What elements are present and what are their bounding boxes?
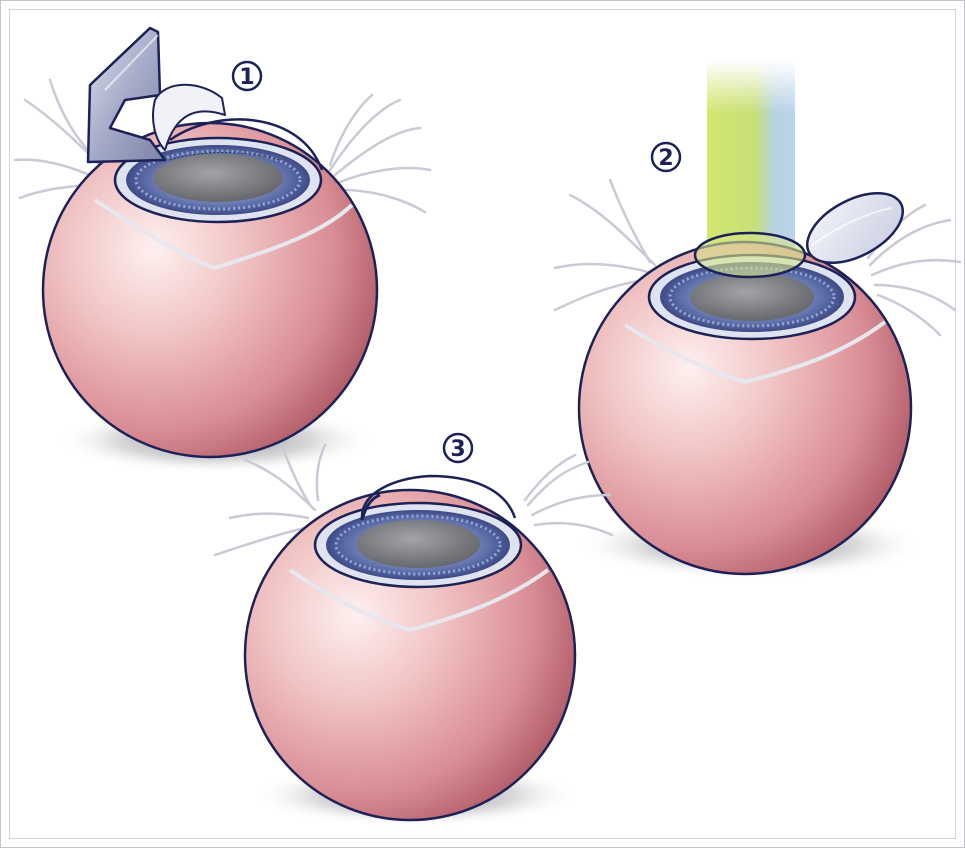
ablation-zone: [695, 233, 805, 277]
eye-step-3: 3: [215, 434, 612, 827]
step-3-number: 3: [450, 437, 465, 462]
step-3-marker: 3: [444, 434, 472, 462]
pupil: [690, 273, 814, 321]
step-1-number: 1: [239, 65, 254, 90]
step-1-marker: 1: [233, 62, 261, 90]
pupil: [356, 520, 480, 568]
step-2-number: 2: [658, 146, 673, 171]
step-2-marker: 2: [652, 143, 680, 171]
eye-step-1: 1: [15, 28, 430, 474]
eye-step-2: 2: [555, 60, 960, 580]
pupil: [153, 154, 283, 202]
